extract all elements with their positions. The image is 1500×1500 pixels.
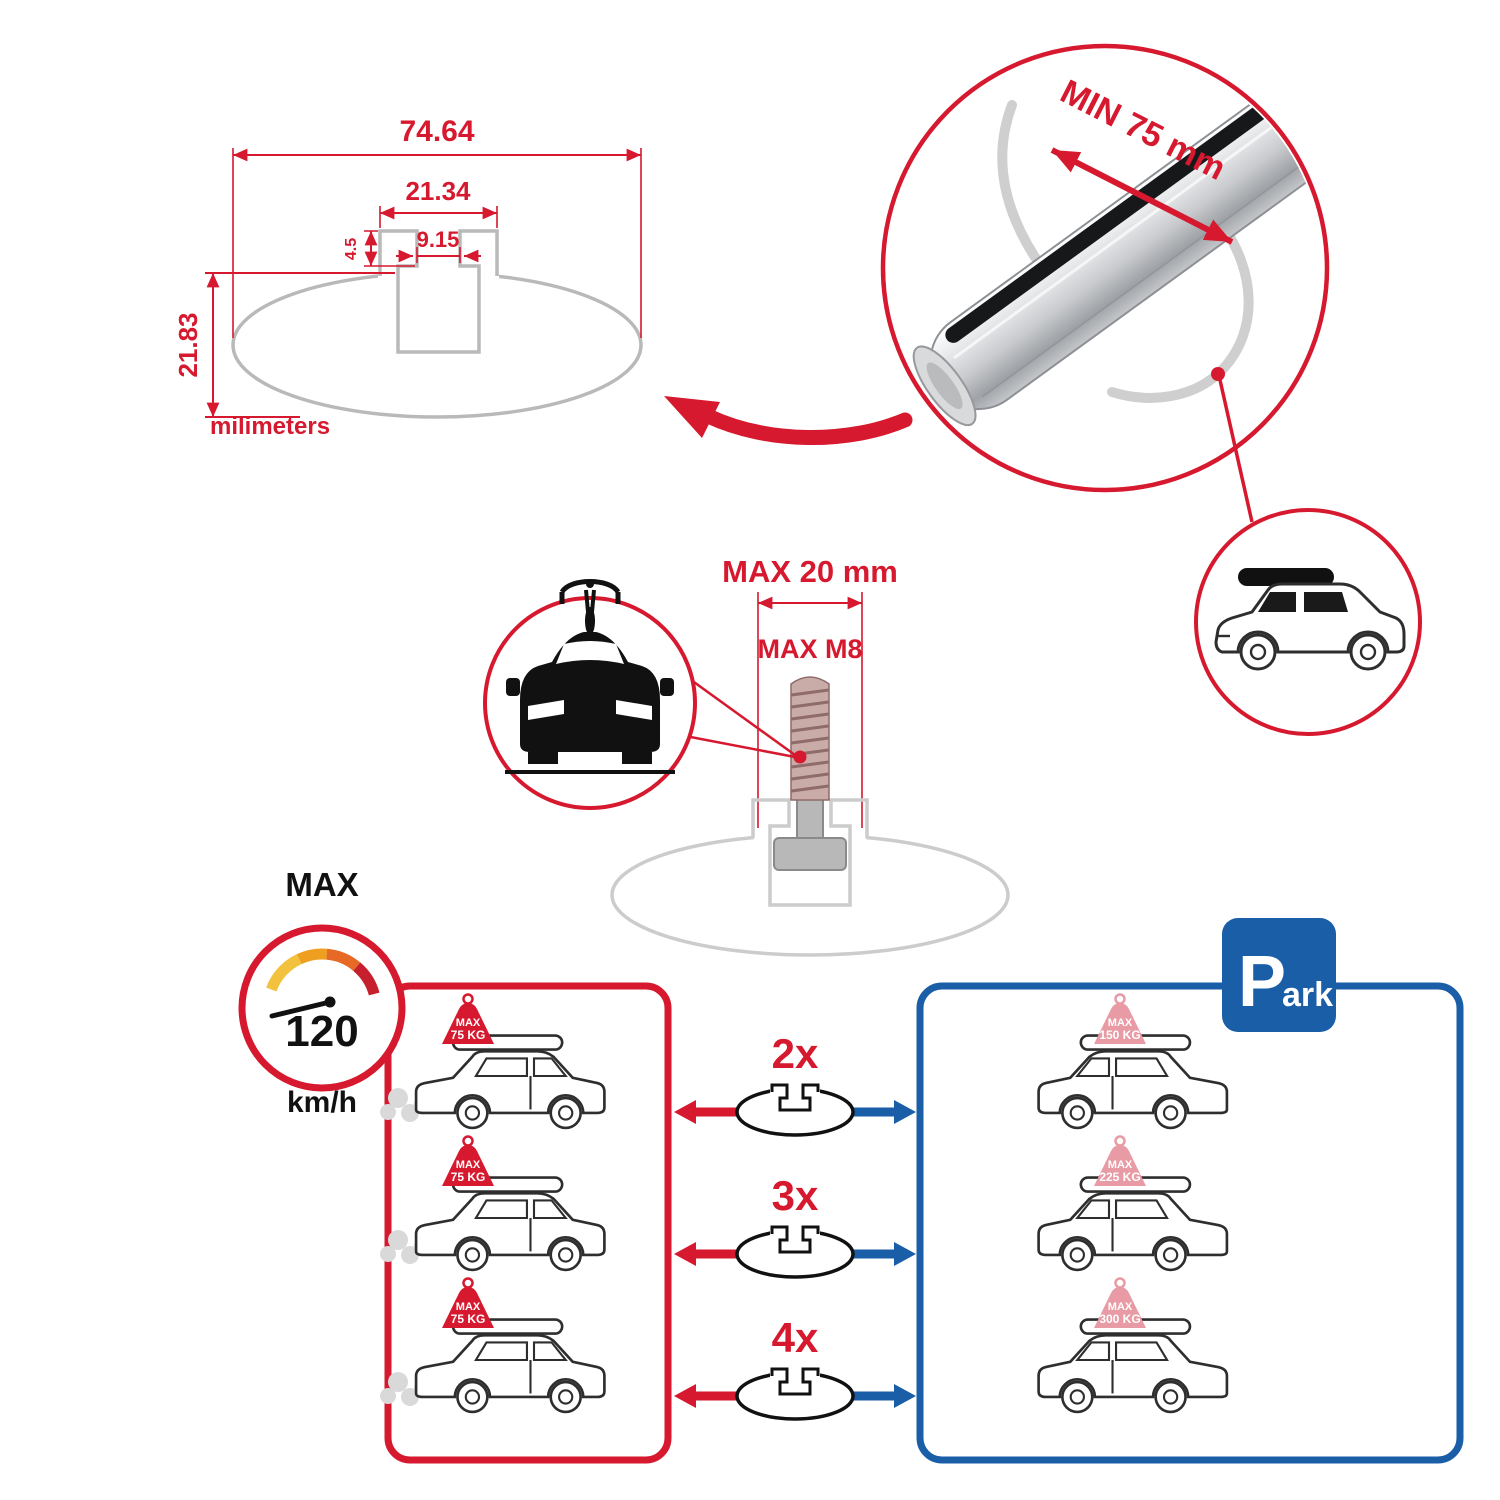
max-length-label: MAX 20 mm (722, 554, 898, 589)
park-sign-plate (1222, 918, 1336, 1032)
driving-car-icon (414, 1034, 606, 1130)
driving-car-row-2: MAX 75 KG (380, 1135, 606, 1272)
crossbar-profile-icon (735, 1367, 855, 1421)
profile-tslot-icon (378, 229, 499, 354)
car-front-icon (505, 632, 675, 774)
weight-tag-driving-2: MAX 75 KG (442, 1135, 494, 1186)
comparison-row-2-middle: 3x (674, 1172, 916, 1279)
dim-lip-depth: 4.5 (343, 230, 415, 267)
profile-cross-section-diagram: 74.64 21.34 9.15 4.5 21.83 (173, 115, 643, 440)
driving-car-icon (414, 1176, 606, 1272)
svg-text:MAX: MAX (456, 1159, 481, 1171)
bolt-dimension-diagram: MAX 20 mm MAX M8 (610, 554, 1010, 957)
dim-lip-depth-value: 4.5 (343, 238, 360, 260)
driving-car-icon (414, 1318, 606, 1414)
parked-panel (916, 982, 1464, 1464)
driving-panel (384, 982, 672, 1464)
gauge-value: 120 (285, 1007, 358, 1056)
parked-car-row-3: MAX 300 KG (1037, 1277, 1229, 1414)
parked-car-row-2: MAX 225 KG (1037, 1135, 1229, 1272)
svg-text:MAX: MAX (1108, 1301, 1133, 1313)
profile-ellipse-icon (231, 271, 643, 419)
dim-channel-width-value: 21.34 (405, 176, 471, 206)
svg-text:MAX: MAX (1108, 1159, 1133, 1171)
svg-text:MAX: MAX (456, 1017, 481, 1029)
driving-car-row-1: MAX 75 KG (380, 993, 606, 1130)
weight-tag-parked-3: MAX 300 KG (1094, 1277, 1146, 1328)
crossbar-profile-icon (735, 1083, 855, 1137)
svg-text:MAX: MAX (456, 1301, 481, 1313)
dim-height: 21.83 (173, 272, 395, 418)
svg-text:300 KG: 300 KG (1099, 1312, 1140, 1326)
max-thread-label: MAX M8 (757, 634, 862, 664)
weight-tag-driving-1: MAX 75 KG (442, 993, 494, 1044)
park-sign-letter: P (1238, 942, 1286, 1022)
dim-channel-width: 21.34 (379, 176, 498, 228)
connector-line (1218, 379, 1254, 523)
gauge-max-label: MAX (285, 866, 358, 903)
dim-height-value: 21.83 (173, 312, 203, 377)
units-label: milimeters (210, 413, 330, 440)
dim-total-width-value: 74.64 (399, 115, 474, 148)
parked-car-icon (1037, 1318, 1229, 1414)
gauge-unit: km/h (287, 1086, 357, 1119)
svg-text:75 KG: 75 KG (451, 1028, 486, 1042)
dim-total-width: 74.64 (232, 115, 642, 338)
bolt-point-dot (793, 750, 807, 764)
svg-text:75 KG: 75 KG (451, 1312, 486, 1326)
crossbar-detail-circle: MIN 75 mm (880, 43, 1330, 493)
svg-text:225 KG: 225 KG (1099, 1170, 1140, 1184)
park-sign-rest: ark (1282, 976, 1333, 1014)
clamp-point-dot (1211, 367, 1225, 381)
dim-slot-width: 9.15 (396, 227, 481, 263)
parked-car-icon (1037, 1034, 1229, 1130)
zoom-arrow-icon (664, 396, 913, 446)
dim-slot-width-value: 9.15 (417, 227, 460, 252)
gauge-needle (269, 999, 333, 1019)
weight-tag-driving-3: MAX 75 KG (442, 1277, 494, 1328)
bolt-icon (773, 676, 847, 871)
count-label-1: 2x (772, 1030, 819, 1077)
crossbar-profile-icon (735, 1225, 855, 1279)
count-label-2: 3x (772, 1172, 819, 1219)
driving-car-row-3: MAX 75 KG (380, 1277, 606, 1414)
svg-text:MAX: MAX (1108, 1017, 1133, 1029)
park-sign: P ark (1222, 918, 1336, 1032)
bicycle-icon (559, 579, 621, 635)
svg-text:150 KG: 150 KG (1099, 1028, 1140, 1042)
car-front-circle (483, 579, 796, 810)
count-label-3: 4x (772, 1314, 819, 1361)
speed-limit-gauge: MAX 120 km/h (238, 866, 406, 1119)
svg-text:75 KG: 75 KG (451, 1170, 486, 1184)
suv-roofbox-circle (1194, 508, 1422, 736)
comparison-row-3-middle: 4x (674, 1314, 916, 1421)
parked-car-icon (1037, 1176, 1229, 1272)
suv-icon (1214, 568, 1406, 671)
weight-tag-parked-1: MAX 150 KG (1094, 993, 1146, 1044)
comparison-row-1-middle: 2x (674, 1030, 916, 1137)
weight-tag-parked-2: MAX 225 KG (1094, 1135, 1146, 1186)
parked-car-row-1: MAX 150 KG (1037, 993, 1229, 1130)
